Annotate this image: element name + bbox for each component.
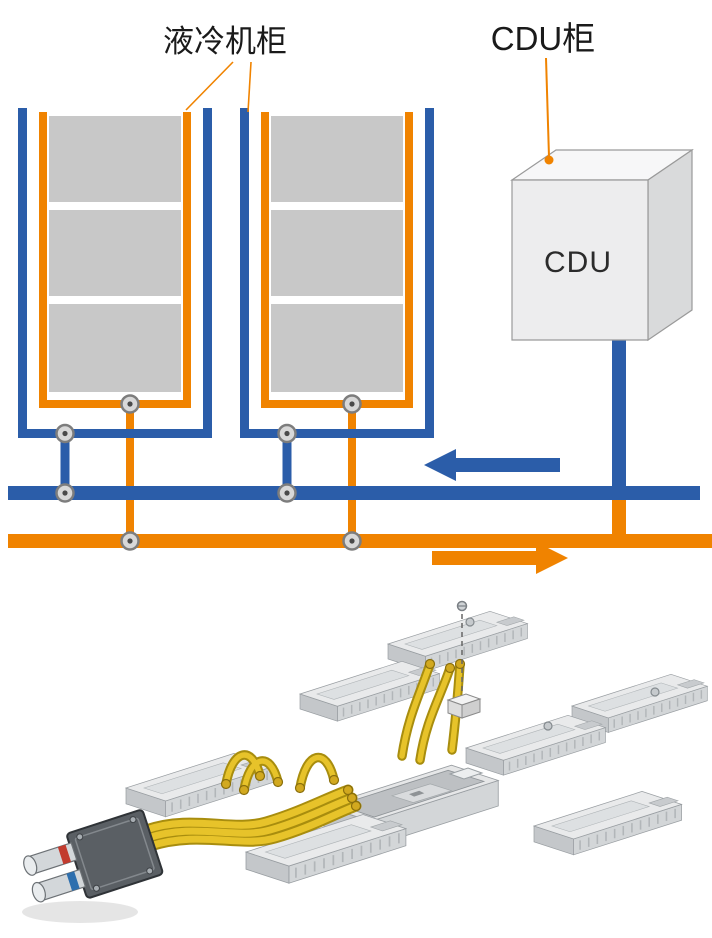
cdu-callout-label: CDU柜 (491, 20, 596, 57)
valve (55, 483, 75, 503)
cabinet-callout: 液冷机柜 (163, 24, 287, 113)
valve (342, 394, 362, 414)
cdu-supply-riser (612, 490, 626, 548)
cabinet-1-racks (49, 116, 181, 392)
coolant-loops (223, 661, 463, 793)
coolant-tube-bundle (142, 786, 360, 850)
supply-flow-arrow (432, 542, 568, 574)
valve (342, 531, 362, 551)
quick-connector (23, 809, 164, 903)
server-assembly-illustration (22, 600, 709, 923)
cabinet-1-supply-loop (39, 112, 191, 548)
insertion-guide (446, 600, 482, 719)
screw-posts (465, 617, 660, 731)
server-board-right-bottom (533, 790, 683, 856)
valve (120, 394, 140, 414)
return-flow-arrow (424, 449, 560, 481)
connector-screws (76, 816, 154, 892)
connector-shadow (22, 901, 138, 923)
cdu-box: CDU (510, 148, 694, 342)
coupler-port-blue (31, 868, 87, 903)
valve (120, 531, 140, 551)
cdu-box-label: CDU (544, 246, 612, 279)
server-board-center-right (465, 714, 607, 776)
coupler-port-red (23, 842, 78, 876)
inserted-connector-block (446, 693, 482, 719)
cabinet-1-return-loop (18, 108, 212, 486)
valve (277, 483, 297, 503)
return-main-pipe (8, 486, 700, 500)
cabinet-callout-label: 液冷机柜 (163, 24, 287, 59)
cooling-schematic: CDU 液冷机柜 (8, 20, 712, 574)
cdu-callout-dot (544, 155, 554, 165)
cabinet-2-return-loop (240, 108, 434, 486)
connector-seat (448, 767, 484, 780)
cabinet-2-racks (271, 116, 403, 392)
valve (277, 423, 297, 444)
cdu-callout: CDU柜 (491, 20, 596, 165)
cdu-return-riser (612, 338, 626, 490)
cabinet-2-supply-loop (261, 112, 413, 548)
valve (55, 423, 75, 444)
